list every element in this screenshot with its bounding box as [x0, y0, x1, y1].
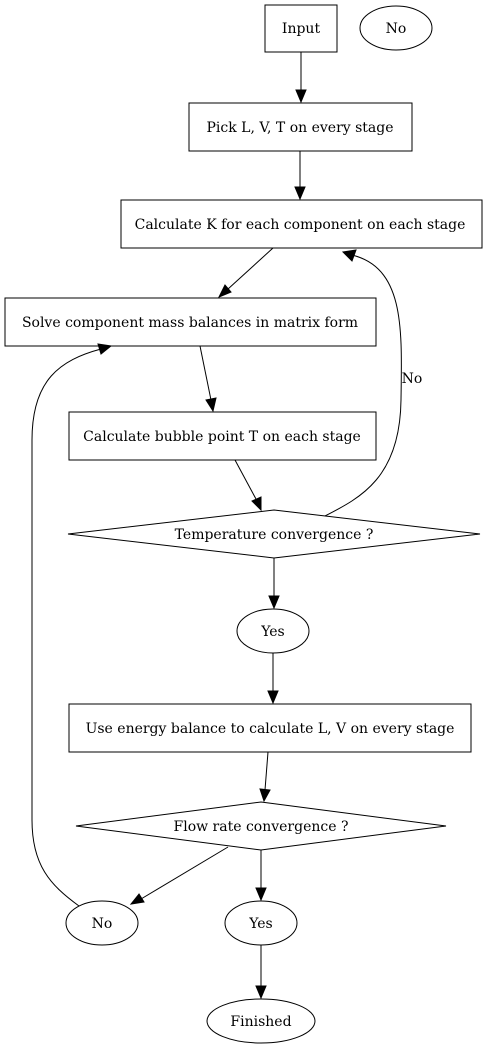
calc-k-label: Calculate K for each component on each s… — [135, 217, 466, 233]
solve-node: Solve component mass balances in matrix … — [4, 297, 377, 347]
pick-node: Pick L, V, T on every stage — [188, 102, 413, 152]
bubble-label: Calculate bubble point T on each stage — [83, 429, 361, 445]
edge-pick-to-calc-k — [294, 151, 306, 201]
bubble-node: Calculate bubble point T on each stage — [68, 411, 377, 461]
no-flow-label: No — [92, 916, 113, 932]
calc-k-node: Calculate K for each component on each s… — [120, 199, 483, 249]
yes-temp-label: Yes — [260, 624, 285, 640]
yes-flow-label: Yes — [248, 916, 273, 932]
no-flow-node: No — [65, 900, 139, 946]
edge-temp-conv-to-calc-k-no — [324, 249, 402, 517]
temp-conv-label: Temperature convergence ? — [175, 527, 374, 543]
flow-conv-node: Flow rate convergence ? — [75, 801, 447, 851]
edge-flow-conv-to-yes — [255, 850, 267, 902]
no-node-top: No — [359, 5, 433, 51]
finished-label: Finished — [230, 1014, 291, 1030]
no-top-label: No — [386, 21, 407, 37]
yes-temp-node: Yes — [236, 608, 310, 654]
edge-calc-k-to-solve — [217, 247, 274, 298]
edge-flow-conv-to-no — [129, 846, 229, 905]
finished-node: Finished — [206, 998, 316, 1044]
solve-label: Solve component mass balances in matrix … — [22, 315, 358, 331]
yes-flow-node: Yes — [224, 900, 298, 946]
edge-label-temp-no: No — [402, 371, 423, 387]
energy-label: Use energy balance to calculate L, V on … — [86, 721, 455, 737]
edge-yes-to-energy — [267, 653, 279, 705]
flow-conv-label: Flow rate convergence ? — [174, 819, 349, 835]
edge-solve-to-bubble — [199, 345, 217, 413]
input-node: Input — [264, 4, 338, 53]
edge-yes-to-finished — [255, 945, 267, 1000]
edge-no-to-solve — [31, 343, 113, 907]
edge-temp-conv-to-yes — [268, 558, 280, 610]
edge-bubble-to-temp-conv — [234, 459, 262, 512]
temp-conv-node: Temperature convergence ? — [67, 509, 481, 559]
input-label: Input — [282, 21, 321, 37]
energy-node: Use energy balance to calculate L, V on … — [68, 703, 472, 753]
edge-input-to-pick — [295, 52, 307, 104]
pick-label: Pick L, V, T on every stage — [206, 120, 393, 136]
edge-energy-to-flow-conv — [259, 751, 271, 803]
